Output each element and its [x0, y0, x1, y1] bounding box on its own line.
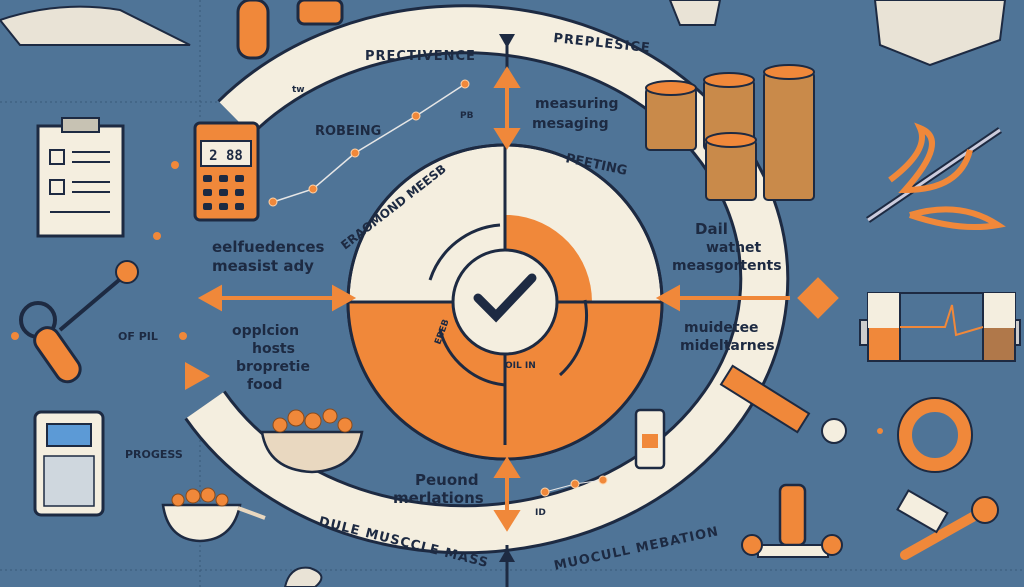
- label-app-2: hosts: [252, 341, 295, 357]
- outer-cycle-ring: [184, 4, 790, 555]
- label-small-pb: PB: [460, 111, 474, 121]
- label-small-tw: tw: [292, 85, 305, 95]
- label-app-3: bropretie: [236, 359, 310, 375]
- trend-line-icon: [268, 79, 470, 207]
- dumbbell-icon: [859, 292, 1021, 362]
- label-daily-3: measgortents: [672, 258, 782, 274]
- label-measuring-2: mesaging: [532, 116, 609, 132]
- pill-tool-icon: [19, 260, 139, 384]
- ring-label-top-left: PRECTIVENCE: [365, 49, 476, 64]
- weight-plate-icon: [897, 397, 973, 473]
- label-daily-2: wathet: [706, 240, 762, 256]
- label-pound-2: merlations: [393, 489, 484, 507]
- double-arrow-right: [655, 277, 839, 319]
- clipboard-icon: [36, 117, 125, 238]
- muscle-figure-icon: [873, 0, 1007, 67]
- label-measuring-1: measuring: [535, 96, 619, 112]
- label-pound-1: Peuond: [415, 471, 479, 489]
- center-label-b: OIL IN: [505, 361, 536, 371]
- bottle-icon: [236, 0, 270, 60]
- measuring-tape-icon: [719, 364, 811, 434]
- food-bowl-icon: [260, 408, 364, 474]
- jar-icon: [296, 0, 344, 26]
- double-arrow-top: [493, 66, 521, 150]
- label-of-pill: OF PIL: [118, 330, 158, 343]
- coin-stacks-icon: [645, 64, 815, 201]
- label-moderate-2: mideltarnes: [680, 338, 775, 354]
- calculator-display: 2 88: [209, 148, 243, 164]
- calculator-icon: [193, 121, 260, 222]
- cereal-bowl-icon: [161, 487, 266, 543]
- double-arrow-left: [197, 284, 357, 312]
- dot-markers: [11, 161, 883, 434]
- scale-device-icon: [33, 410, 105, 517]
- resistance-band-icon: [866, 122, 1006, 231]
- trend-dots-icon: [540, 475, 608, 497]
- play-arrow-icon: [185, 362, 210, 390]
- checkmark-icon: [473, 273, 537, 323]
- comb-hammer-icon: [896, 489, 999, 560]
- figure-head-icon: [283, 566, 323, 587]
- label-self-2: measist ady: [212, 257, 314, 275]
- double-arrow-bottom: [493, 456, 521, 532]
- label-progress: PROGESS: [125, 448, 183, 461]
- label-app-4: food: [247, 377, 282, 393]
- label-self-1: eelfuedences: [212, 238, 325, 256]
- scale-stand-icon: [741, 483, 843, 558]
- label-daily-1: Dail: [695, 220, 728, 238]
- label-app-1: opplcion: [232, 323, 299, 339]
- ring-arrow-bottom: [499, 545, 515, 587]
- label-rowering: ROBEING: [315, 124, 381, 139]
- clock-icon: [821, 418, 847, 444]
- label-small-id: ID: [535, 508, 546, 518]
- torso-icon: [668, 0, 722, 26]
- phone-icon: [634, 408, 666, 470]
- label-moderate-1: muidetee: [684, 320, 759, 336]
- flexed-arm-icon: [0, 5, 191, 46]
